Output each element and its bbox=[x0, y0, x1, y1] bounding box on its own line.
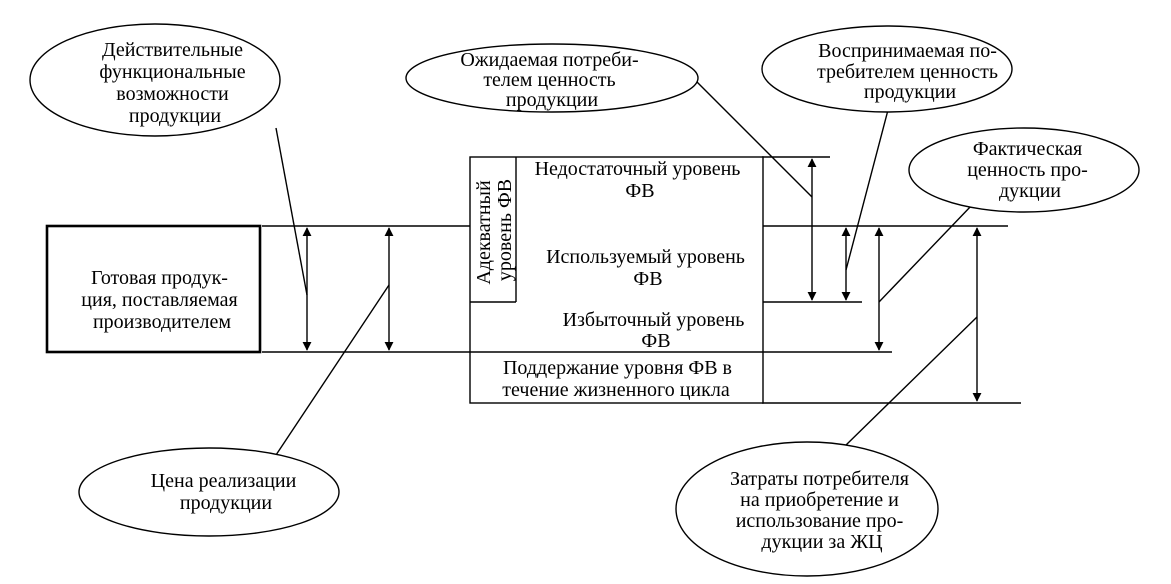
actual-value-text: Фактическая ценность про- дукции bbox=[967, 138, 1093, 202]
actual-capabilities-ellipse bbox=[29, 23, 281, 137]
actual-value-ellipse bbox=[908, 127, 1140, 213]
expected-value-leader bbox=[696, 81, 813, 198]
expected-value-text: Ожидаемая потреби- телем ценность продук… bbox=[460, 49, 643, 111]
perceived-value-leader bbox=[845, 109, 889, 271]
consumer-costs-ellipse bbox=[675, 441, 939, 577]
product-box-text: Готовая продук- ция, поставляемая произв… bbox=[81, 267, 242, 333]
excess-level-label: Избыточный уровень ФВ bbox=[563, 309, 750, 352]
product-box bbox=[45, 224, 262, 354]
actual-value-leader bbox=[878, 204, 973, 303]
consumer-costs-leader bbox=[844, 316, 978, 447]
sale-price-leader bbox=[275, 284, 390, 456]
insufficient-level-label: Недостаточный уровень ФВ bbox=[535, 158, 746, 202]
used-level-label: Используемый уровень ФВ bbox=[546, 246, 750, 290]
fv-table-frame bbox=[469, 156, 764, 404]
adequate-level-label: Адекватный уровень ФВ bbox=[473, 175, 516, 284]
lifecycle-level-label: Поддержание уровня ФВ в течение жизненно… bbox=[502, 357, 737, 401]
perceived-value-ellipse bbox=[761, 25, 1013, 113]
perceived-value-text: Воспринимаемая по- требителем ценность п… bbox=[817, 40, 1003, 103]
sale-price-text: Цена реализации продукции bbox=[151, 470, 302, 514]
sale-price-ellipse bbox=[78, 447, 340, 537]
actual-capabilities-leader bbox=[275, 127, 308, 296]
expected-value-ellipse bbox=[405, 43, 699, 113]
consumer-costs-text: Затраты потребителя на приобретение и ис… bbox=[730, 468, 914, 553]
actual-capabilities-text: Действительные функциональные возможност… bbox=[99, 39, 250, 127]
